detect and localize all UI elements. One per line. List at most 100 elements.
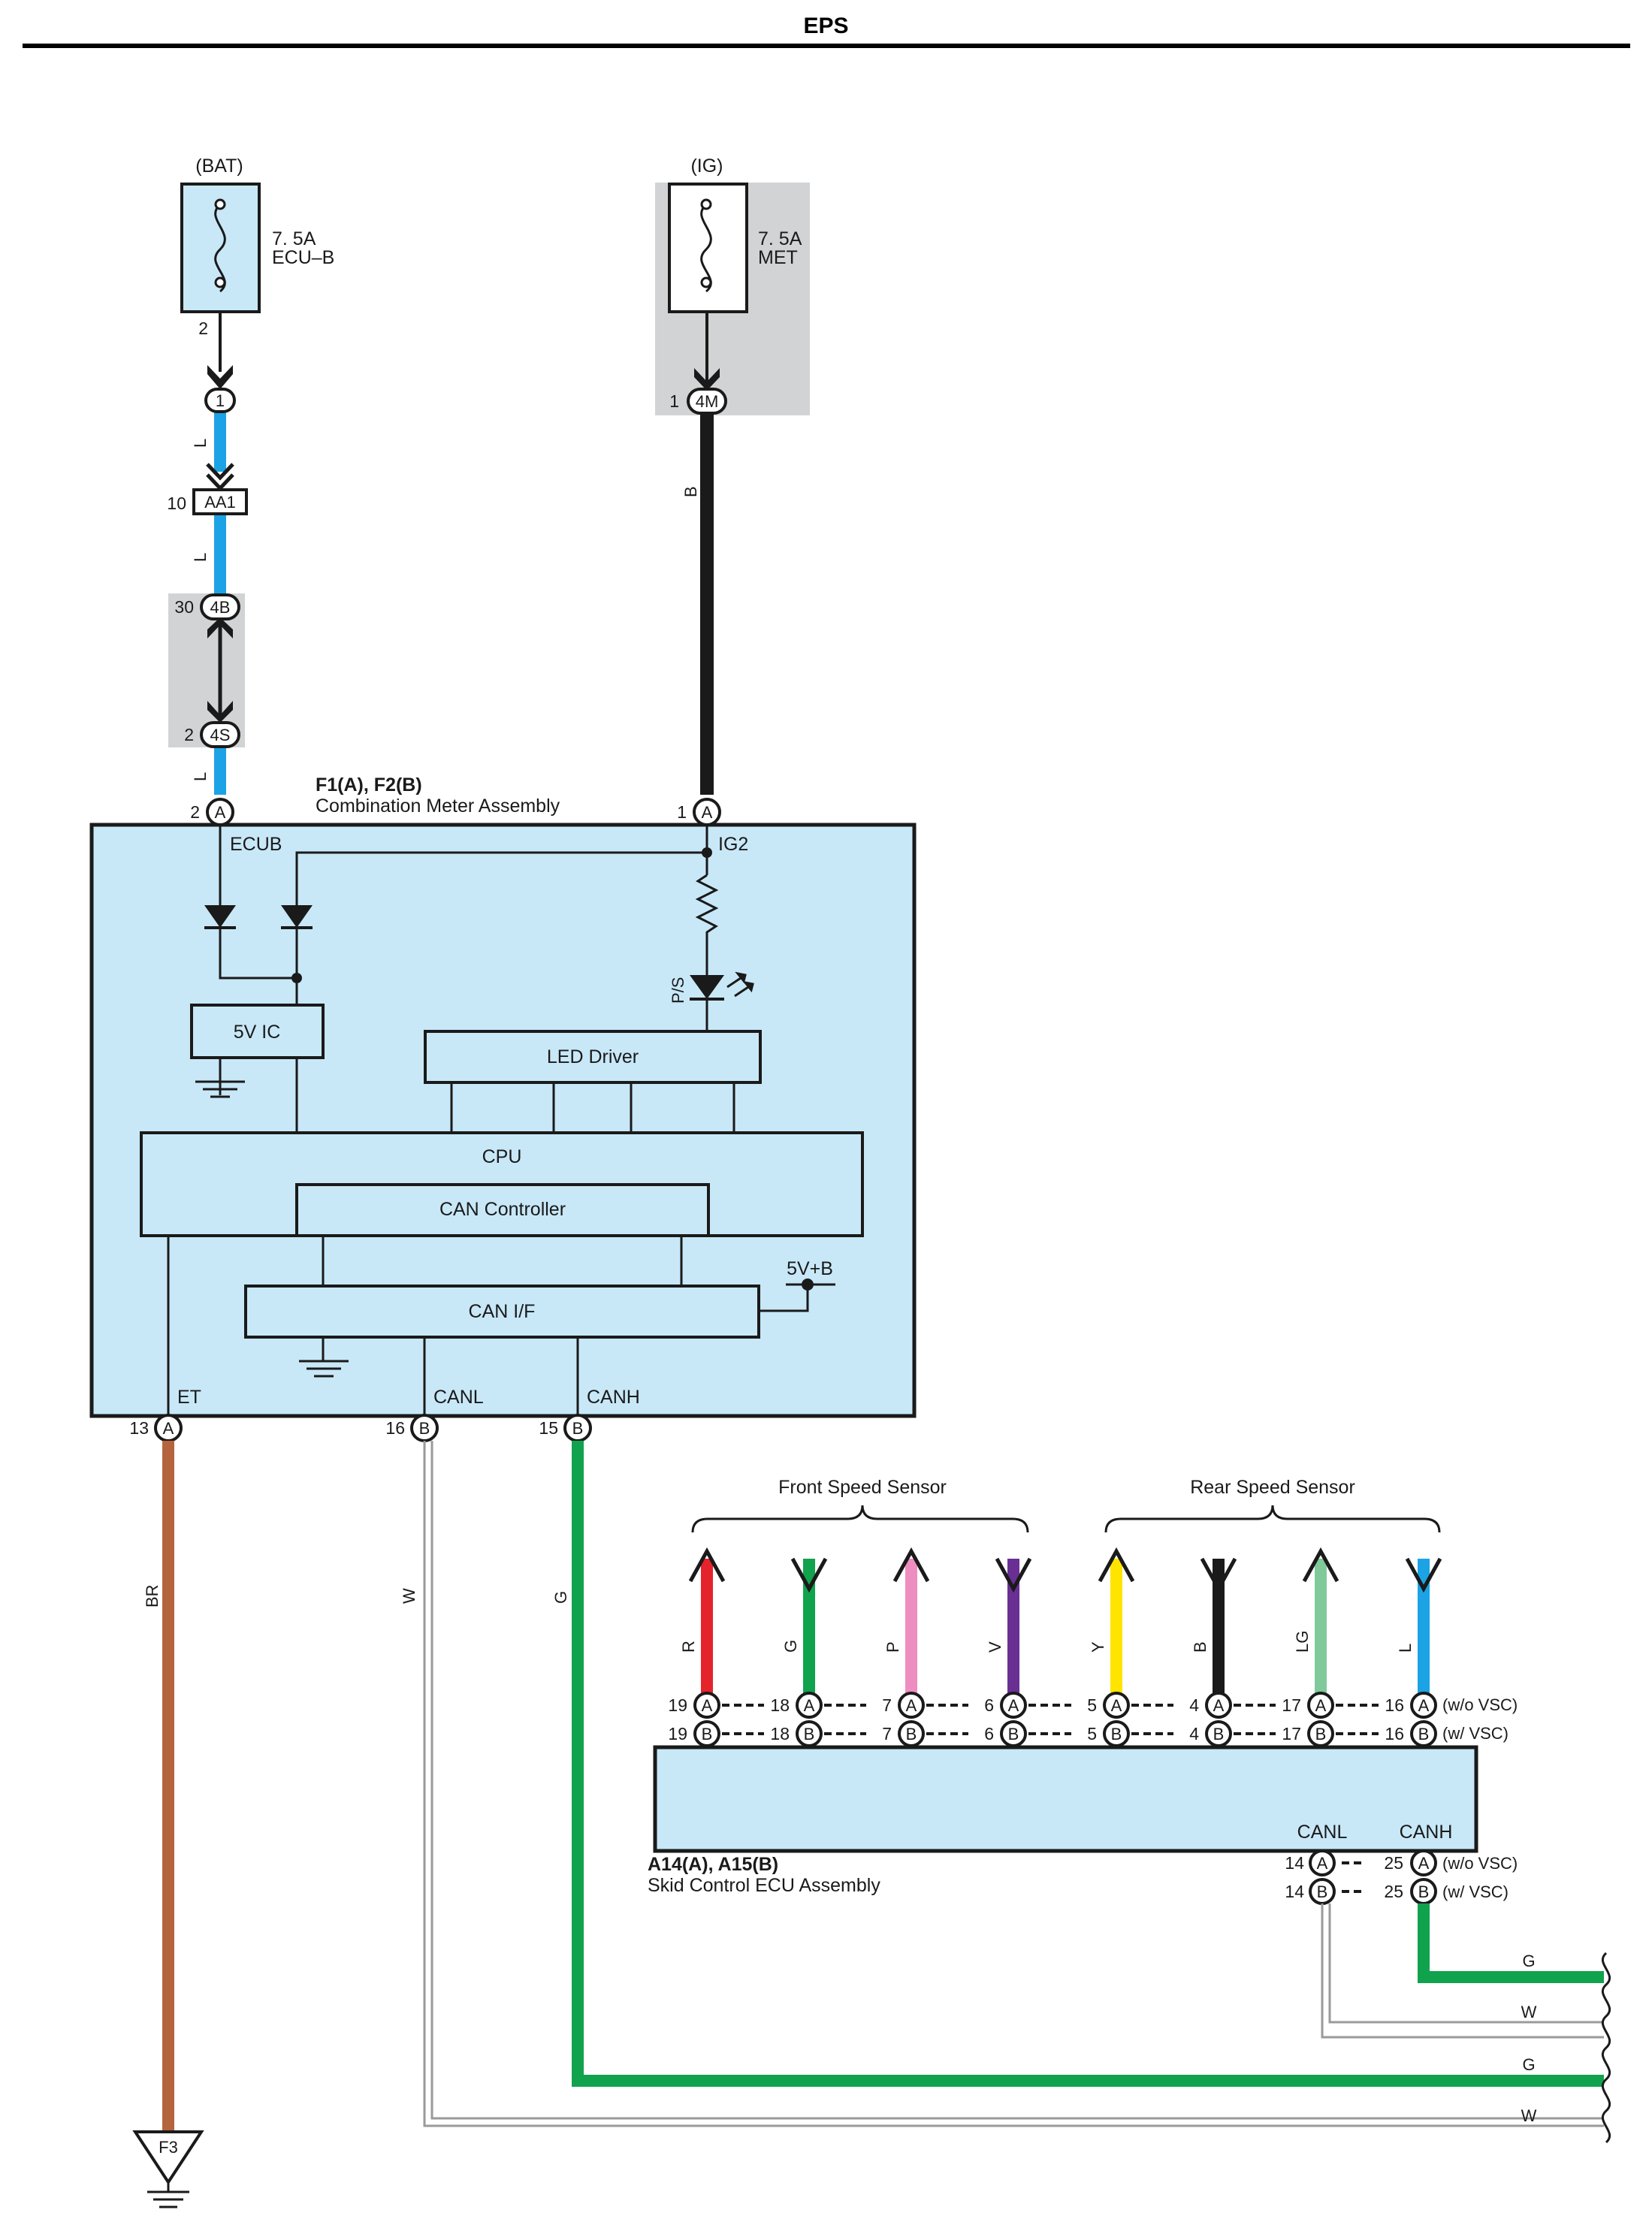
sensor-pin-conn: A [804, 1696, 815, 1715]
c4m-pin: 1 [669, 391, 679, 411]
sensor-arrow-up-icon [892, 1547, 930, 1583]
canh-label: CANH [587, 1387, 640, 1408]
sensor-pin-conn: B [804, 1725, 815, 1743]
skid-canl-label: CANL [1297, 1822, 1348, 1843]
connector-4b-label: 4B [210, 598, 231, 617]
canl-label: CANL [433, 1387, 484, 1408]
wire-b-label: B [681, 486, 700, 497]
sensor-arrow-up-icon [1098, 1547, 1135, 1583]
sensor-arrow-down-icon [1200, 1557, 1237, 1593]
rear-brace [1104, 1505, 1441, 1533]
sensor-pin [693, 1692, 720, 1719]
canl-pin-conn: B [419, 1419, 430, 1438]
c4b-pin: 30 [174, 597, 194, 617]
sensor-wo-vsc: (w/o VSC) [1442, 1695, 1518, 1714]
et-pin-num: 13 [129, 1418, 149, 1438]
et-label: ET [177, 1387, 201, 1408]
junction-dot-1 [291, 973, 302, 983]
sensor-pin [796, 1692, 823, 1719]
skid-canh-pin-b-num: 25 [1384, 1882, 1403, 1901]
sensor-arrow-down-icon [995, 1557, 1032, 1593]
wire-w-meter [423, 1441, 1604, 2127]
page-title: EPS [803, 14, 849, 38]
connector-4b [200, 593, 240, 620]
sensor-pin [1205, 1692, 1232, 1719]
ig2-pin-conn: A [702, 803, 713, 822]
skid-canl-pin-a-conn: A [1317, 1854, 1328, 1873]
skid-canh-pin-a-conn: A [1418, 1854, 1430, 1873]
sensor-pin-num: 19 [668, 1724, 687, 1743]
sensor-arrow-down-icon [790, 1557, 828, 1593]
skid-canl-pin-b-num: 14 [1285, 1882, 1304, 1901]
ground-icon-f3 [147, 2182, 189, 2208]
sensor-pin [1103, 1692, 1130, 1719]
sensor-pin-num: 18 [770, 1695, 790, 1715]
ic-5v-label: 5V IC [234, 1022, 281, 1043]
sensor-w-vsc: (w/ VSC) [1442, 1724, 1509, 1743]
arrow-down-junction [207, 701, 233, 723]
sensor-pin-conn: B [702, 1725, 713, 1743]
connector-1-label: 1 [216, 391, 225, 410]
skid-canh-pin-a [1410, 1849, 1437, 1876]
sensor-pin-num: 16 [1385, 1724, 1404, 1743]
sensor-pin [1000, 1692, 1027, 1719]
skid-canh-pin-b-conn: B [1418, 1882, 1430, 1901]
sensor-arrow-down-icon [1405, 1557, 1442, 1593]
ecub-pin-num: 2 [190, 802, 200, 822]
bat-source-label: (BAT) [195, 155, 243, 177]
sensor-pin [1410, 1692, 1437, 1719]
wire-g-meter [572, 1441, 1604, 2087]
skid-ecu-box [653, 1745, 1478, 1853]
diode-ecub-icon [204, 905, 236, 928]
ps-label: P/S [669, 977, 687, 1004]
diode-ig2-icon [281, 905, 313, 928]
connector-4m-label: 4M [696, 392, 719, 411]
sensor-pin-num: 4 [1189, 1724, 1199, 1743]
page-header: EPS [0, 0, 1652, 53]
ground-icon [195, 1080, 245, 1098]
sensor-pin-num: 6 [984, 1724, 994, 1743]
arrow-up-junction [207, 617, 233, 639]
can-controller-block [295, 1183, 710, 1237]
sensor-arrow-up-icon [1302, 1547, 1339, 1583]
can-if-label: CAN I/F [469, 1301, 536, 1322]
front-brace [691, 1505, 1029, 1533]
ig2-pin-num: 1 [677, 802, 687, 822]
bat-fuse-pin: 2 [198, 318, 208, 338]
sensor-wire-code: LG [1293, 1631, 1312, 1653]
sensor-pin-conn: A [1008, 1696, 1019, 1715]
sensor-pin-conn: B [1008, 1725, 1019, 1743]
bat-fuse-name: ECU–B [272, 247, 334, 268]
ig2-label: IG2 [718, 834, 748, 855]
ground-f3-label: F3 [159, 2138, 178, 2157]
arrow-down-1 [207, 365, 233, 389]
ig-source-label: (IG) [690, 155, 723, 177]
sensor-pin-conn: A [1315, 1696, 1327, 1715]
sensor-pin-conn: A [702, 1696, 713, 1715]
sensor-wire-code: R [679, 1641, 698, 1653]
sensor-wires: R19A19BFL+G18A18BFL–P7A7BFR+V6A6BFR–Y5A5… [668, 1547, 1442, 1775]
ig-fuse-name: MET [758, 247, 798, 268]
junction-dot-2 [702, 847, 712, 858]
sensor-wire-code: G [781, 1640, 800, 1653]
sensor-wire-code: L [1396, 1644, 1415, 1653]
wire-l-label-1: L [191, 439, 210, 448]
skid-canl-pin-b-conn: B [1317, 1882, 1328, 1901]
can-if-block [244, 1285, 760, 1339]
connector-aa1 [192, 488, 248, 515]
can-controller-label: CAN Controller [439, 1199, 566, 1220]
skid-name: Skid Control ECU Assembly [648, 1875, 880, 1896]
ecub-label: ECUB [230, 834, 282, 855]
canl-pin-num: 16 [385, 1418, 405, 1438]
bus-label-4: W [1521, 2106, 1537, 2125]
sensor-pin-num: 19 [668, 1695, 687, 1715]
meter-name: Combination Meter Assembly [316, 795, 560, 817]
front-sensor-label: Front Speed Sensor [778, 1477, 947, 1498]
cpu-label: CPU [482, 1146, 522, 1167]
sensor-pin-num: 5 [1087, 1724, 1097, 1743]
wire-l-label-3: L [191, 772, 210, 781]
sensor-pin-conn: A [1213, 1696, 1225, 1715]
sensor-pin-conn: B [1111, 1725, 1122, 1743]
wire-g-skid [1418, 1903, 1604, 1983]
